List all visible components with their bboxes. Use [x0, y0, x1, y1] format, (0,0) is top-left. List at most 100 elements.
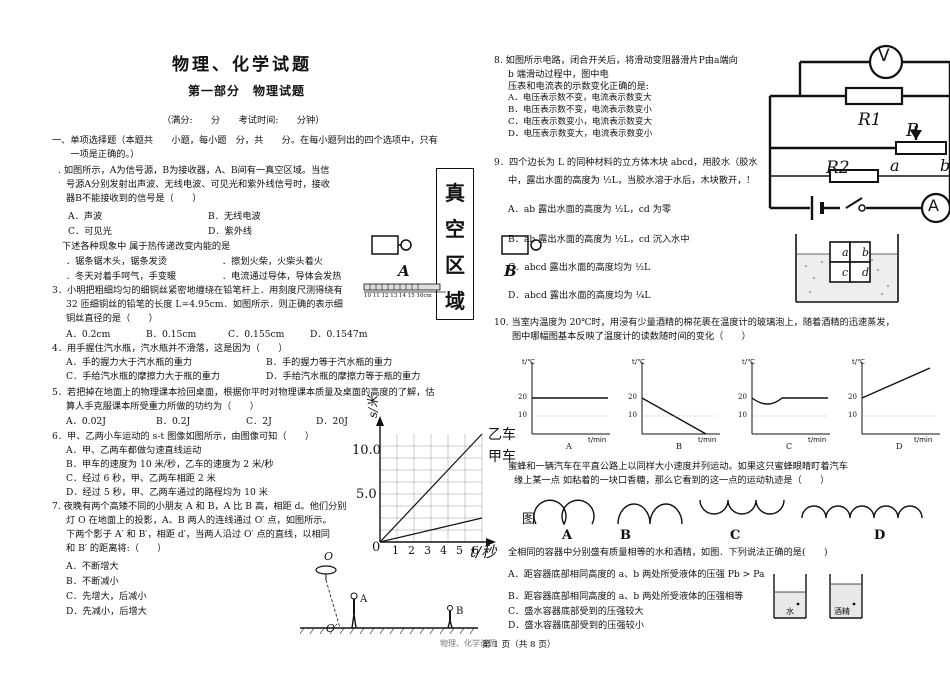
q11-line1: 蜜蜂和一辆汽车在平直公路上以同样大小速度并列运动。如果这只蜜蜂眼睛盯着汽车 [508, 461, 848, 472]
q6-line1: 6．甲、乙两小车运动的 s-t 图像如图所示，由图像可知（ ） [52, 431, 315, 442]
q2-option-c: ．冬天对着手呵气，手变暖 [66, 271, 177, 282]
graph-d-xlabel: t/min [914, 436, 933, 444]
lamp-label-o: O [324, 550, 334, 563]
q4-line1: 4．用手握住汽水瓶，汽水瓶并不滑落，这是因为（ ） [52, 343, 288, 354]
q8-option-c: C．电压表示数变小，电流表示数变大 [508, 117, 653, 127]
q1-option-c: C．可见光 [68, 226, 112, 237]
q7-line3: 下两个影子 A′ 和 B′，相距 d′，当两人沿过 O′ 点的直线，以相同 [66, 529, 330, 540]
graph-y-tick-5: 5.0 [356, 487, 377, 502]
graph-y-tick-10: 10.0 [352, 443, 381, 458]
q11-line2: 缘上某一点 如粘着的一块口香糖，那么它看到的这一点的运动轨迹是（ ） [514, 475, 830, 486]
circuit-diagram [768, 44, 950, 224]
q3-line3: 铜丝直径的是（ ） [66, 313, 158, 324]
q8-line1: 8. 如图所示电路，闭合开关后，将滑动变阻器滑片P由a端向 [494, 55, 738, 66]
q2-option-d: ．电流通过导体，导体会发热 [222, 271, 342, 282]
q6-option-c: C．经过 6 秒，甲、乙两车相距 2 米 [66, 473, 216, 484]
car-jia-line [379, 433, 483, 543]
block-d-label: d [862, 266, 870, 279]
block-a-label: a [842, 246, 849, 259]
q12-option-b: B．距容器底部相同高度的 a、b 两处所受液体的压强相等 [508, 591, 744, 602]
graph-b-y10: 10 [628, 411, 637, 419]
q5-line2: 算人手克服课本所受重力所做的功约为（ ） [66, 401, 259, 412]
containers-figure [773, 574, 863, 619]
signal-source-icon [371, 235, 412, 255]
q5-option-c: C．2J [246, 416, 272, 427]
ruler-scale-label: 10 11 12 13 14 15 16cm [364, 293, 432, 299]
trajectory-a: A [562, 528, 573, 543]
q2-option-b: ．擦划火柴，火柴头着火 [222, 256, 324, 267]
q4-option-d: D．手给汽水瓶的摩擦力等于瓶的重力 [266, 371, 421, 382]
receiver-label-b: B [504, 262, 517, 280]
graph-a-y20: 20 [518, 393, 527, 401]
graph-a-ylabel: t/℃ [522, 358, 535, 366]
graph-y-label: s/米 [366, 395, 380, 418]
q7-line1: 7. 夜晚有两个高矮不同的小朋友 A 和 B，A 比 B 高，相距 d。他们分别 [52, 501, 347, 512]
graph-b-xlabel: t/min [698, 436, 717, 444]
q3-option-c: C．0.155cm [228, 329, 285, 340]
resistor-r2-label: R2 [826, 158, 850, 178]
graph-origin: 0 [372, 540, 381, 555]
q3-line1: 3．小明把粗细均匀的细铜丝紧密地缠绕在铅笔杆上．用刻度尺测得绕有 [52, 285, 343, 296]
temperature-graphs [531, 362, 940, 435]
graph-c-y20: 20 [738, 393, 747, 401]
graph-x-ticks: 123456 [392, 544, 488, 557]
q10-line1: 10. 当室内温度为 20℃时，用浸有少量酒精的棉花裹在温度计的玻璃泡上，随着酒… [494, 317, 895, 328]
slider-b-label: b [940, 156, 950, 175]
lamp-figure [300, 565, 478, 635]
q3-line2: 32 匝细铜丝的铅笔的长度 L=4.95cm．如图所示．则正确的表示细 [66, 299, 343, 310]
part-heading: 第一部分 物理试题 [188, 84, 306, 98]
trajectory-options [534, 499, 923, 526]
graph-a-xlabel: t/min [588, 436, 607, 444]
q5-option-b: B．0.2J [156, 416, 191, 427]
beaker-figure [795, 234, 899, 303]
q2-line1: 下述各种现象中 属于热传递改变内能的是 [62, 241, 231, 252]
source-label-a: A [398, 262, 410, 280]
score-line: （满分: 分 考试时间: 分钟） [162, 115, 325, 126]
q1-option-b: B．无线电波 [208, 211, 261, 222]
vacuum-region-box: 真空区域 [436, 168, 474, 320]
graph-d-option: D [896, 442, 903, 451]
graph-c-option: C [786, 442, 793, 451]
graph-b-y20: 20 [628, 393, 637, 401]
q7-option-c: C．先增大，后减小 [66, 591, 147, 602]
section-heading: 一、单项选择题（本题共 小题，每小题 分，共 分。在每小题列出的四个选项中，只有 [52, 135, 438, 146]
vacuum-label: 真空区域 [445, 181, 465, 313]
trajectory-b: B [620, 528, 631, 543]
q8-option-d: D．电压表示数变大，电流表示数变小 [508, 129, 653, 139]
q1-line1: . 如图所示，A为信号源，B为接收器，A、B间有一真空区域。当信 [58, 165, 330, 176]
graph-c-xlabel: t/min [808, 436, 827, 444]
q4-option-c: C．手给汽水瓶的摩擦力大于瓶的重力 [66, 371, 221, 382]
q7-line4: 和 B′ 的距离将:（ ） [66, 543, 167, 554]
graph-a-y10: 10 [518, 411, 527, 419]
q6-option-d: D．经过 5 秒，甲、乙两车通过的路程均为 10 米 [66, 487, 268, 498]
graph-d-ylabel: t/℃ [852, 358, 865, 366]
q5-option-d: D．20J [316, 416, 348, 427]
car-yi-line [379, 517, 483, 543]
q9-line1: 9．四个边长为 L 的同种材料的立方体木块 abcd，用胶水（胶水 [494, 157, 758, 168]
graph-c-y10: 10 [738, 411, 747, 419]
slider-a-label: a [890, 156, 900, 175]
q1-line2: 号源A分别发射出声波、无线电波、可见光和紫外线信号时，接收 [66, 179, 330, 190]
q9-option-a: A．ab 露出水面的高度为 ½L，cd 为零 [508, 204, 672, 215]
voltmeter-label: V [878, 46, 890, 66]
q3-option-d: D．0.1547m [310, 329, 368, 340]
q6-option-b: B．甲车的速度为 10 米/秒，乙车的速度为 2 米/秒 [66, 459, 274, 470]
car-jia-label: 甲车 [488, 449, 516, 465]
q8-line3: 压表和电流表的示数变化正确的是: [508, 81, 649, 92]
lamp-label-o-prime: O′ [326, 622, 338, 635]
q12-option-d: D．盛水容器底部受到的压强较小 [508, 620, 644, 631]
slider-p-label: P [906, 120, 919, 141]
ruler-figure [363, 283, 446, 293]
page-title: 物理、化学试题 [172, 55, 312, 75]
child-label-b: B [456, 606, 464, 617]
resistor-r1-label: R1 [858, 110, 882, 130]
trajectory-c: C [730, 528, 741, 543]
q5-option-a: A．0.02J [66, 416, 106, 427]
section-heading-2: 一项是正确的。） [52, 149, 140, 160]
water-label: 水 [786, 607, 794, 616]
q9-option-b: B．ab 露出水面的高度为 ½L，cd 沉入水中 [508, 234, 690, 245]
page-number: 第 1 页（共 8 页） [482, 640, 556, 650]
q5-line1: 5．若把掉在地面上的物理课本捡回桌面，根据你平时对物理课本质量及桌面的高度的了解… [52, 387, 435, 398]
q9-option-c: C．abcd 露出水面的高度均为 ½L [508, 262, 651, 273]
q2-option-a: ．锯条锯木头，锯条发烫 [66, 256, 168, 267]
